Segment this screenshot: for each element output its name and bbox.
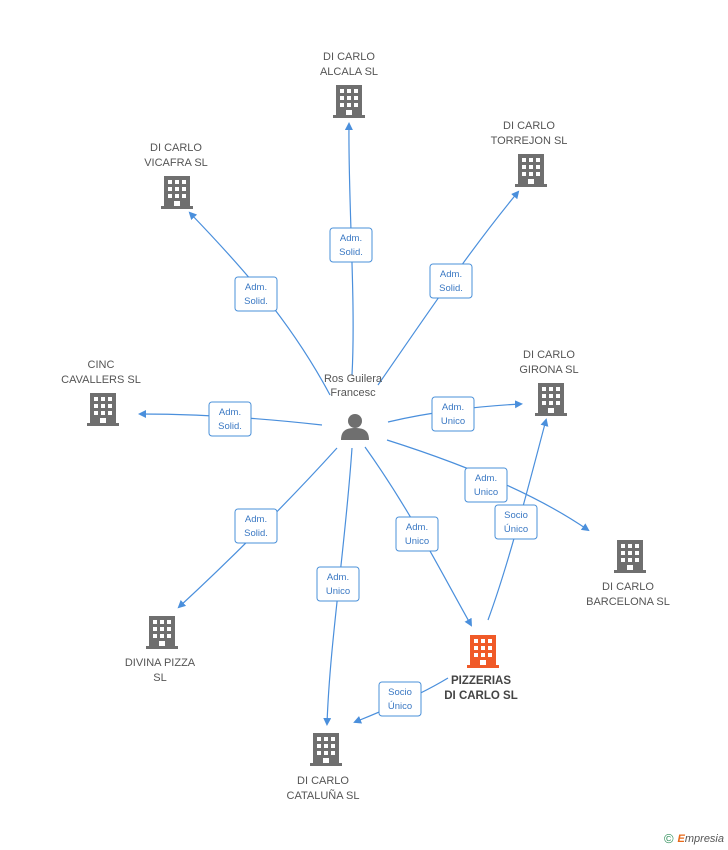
relation-label[interactable]: Adm. Solid. — [429, 263, 473, 299]
company-name-line1: DI CARLO — [503, 120, 555, 132]
svg-text:Unico: Unico — [441, 416, 465, 427]
relation-labels: Adm. Solid. Adm. Solid. Adm. Solid. Adm.… — [208, 227, 538, 717]
svg-text:Socio: Socio — [388, 687, 412, 698]
company-name-line2: SL — [153, 672, 166, 684]
person-name-line2: Francesc — [330, 387, 376, 399]
building-icon — [535, 383, 567, 416]
svg-text:Solid.: Solid. — [439, 283, 463, 294]
relation-label[interactable]: Adm. Unico — [395, 516, 439, 552]
svg-text:Adm.: Adm. — [475, 473, 497, 484]
relation-label[interactable]: Socio Único — [494, 504, 538, 540]
relation-label[interactable]: Adm. Unico — [431, 396, 475, 432]
company-name-line2: GIRONA SL — [519, 364, 578, 376]
company-name-line2: TORREJON SL — [491, 135, 568, 147]
relation-label[interactable]: Adm. Unico — [316, 566, 360, 602]
relation-label[interactable]: Adm. Unico — [464, 467, 508, 503]
company-node[interactable]: CINC CAVALLERS SL — [61, 359, 141, 426]
relation-label[interactable]: Adm. Solid. — [234, 508, 278, 544]
building-icon — [614, 540, 646, 573]
svg-text:Único: Único — [504, 524, 528, 535]
building-icon — [87, 393, 119, 426]
person-node[interactable]: Ros Guilera Francesc — [324, 373, 383, 440]
person-icon — [341, 414, 369, 440]
svg-text:Socio: Socio — [504, 510, 528, 521]
company-node[interactable]: DI CARLO GIRONA SL — [519, 349, 579, 416]
relation-label[interactable]: Socio Único — [378, 681, 422, 717]
relation-label[interactable]: Adm. Solid. — [234, 276, 278, 312]
copyright-icon: © — [663, 831, 674, 846]
company-name-line2: DI CARLO SL — [444, 690, 517, 702]
company-name-line2: CATALUÑA SL — [287, 789, 360, 802]
svg-text:Solid.: Solid. — [244, 528, 268, 539]
relation-label[interactable]: Adm. Solid. — [329, 227, 373, 263]
company-name-line1: DIVINA PIZZA — [125, 657, 196, 669]
company-name-line2: CAVALLERS SL — [61, 374, 141, 386]
svg-text:Adm.: Adm. — [245, 282, 267, 293]
building-icon — [333, 85, 365, 118]
svg-text:Unico: Unico — [326, 586, 350, 597]
svg-text:Adm.: Adm. — [219, 407, 241, 418]
svg-text:Único: Único — [388, 701, 412, 712]
building-icon — [161, 176, 193, 209]
svg-text:Solid.: Solid. — [244, 296, 268, 307]
person-name-line1: Ros Guilera — [324, 373, 383, 385]
company-node-focus[interactable]: PIZZERIAS DI CARLO SL — [444, 635, 518, 702]
company-name-line1: DI CARLO — [150, 142, 202, 154]
relation-label[interactable]: Adm. Solid. — [208, 401, 252, 437]
svg-text:Adm.: Adm. — [245, 514, 267, 525]
company-node[interactable]: DI CARLO VICAFRA SL — [144, 142, 208, 209]
company-node[interactable]: DI CARLO BARCELONA SL — [586, 540, 670, 608]
footer-brand: © Empresia — [664, 831, 724, 846]
brand-logo[interactable]: Empresia — [677, 832, 724, 845]
company-name-line1: CINC — [88, 359, 115, 371]
building-icon — [310, 733, 342, 766]
svg-text:Solid.: Solid. — [218, 421, 242, 432]
company-name-line2: ALCALA SL — [320, 66, 378, 78]
company-name-line1: DI CARLO — [323, 51, 375, 63]
company-name-line2: BARCELONA SL — [586, 596, 670, 608]
svg-text:Unico: Unico — [405, 536, 429, 547]
svg-text:Adm.: Adm. — [340, 233, 362, 244]
company-node[interactable]: DI CARLO CATALUÑA SL — [287, 733, 360, 802]
company-node[interactable]: DIVINA PIZZA SL — [125, 616, 196, 684]
svg-text:Solid.: Solid. — [339, 247, 363, 258]
company-name-line2: VICAFRA SL — [144, 157, 208, 169]
company-name-line1: DI CARLO — [602, 581, 654, 593]
svg-text:Adm.: Adm. — [406, 522, 428, 533]
svg-text:Unico: Unico — [474, 487, 498, 498]
company-name-line1: DI CARLO — [297, 775, 349, 787]
edges — [138, 122, 590, 726]
svg-text:Adm.: Adm. — [440, 269, 462, 280]
company-name-line1: PIZZERIAS — [451, 675, 511, 687]
building-icon — [515, 154, 547, 187]
svg-text:Adm.: Adm. — [442, 402, 464, 413]
company-node[interactable]: DI CARLO TORREJON SL — [491, 120, 568, 187]
svg-text:Adm.: Adm. — [327, 572, 349, 583]
company-node[interactable]: DI CARLO ALCALA SL — [320, 51, 378, 118]
building-icon — [146, 616, 178, 649]
company-name-line1: DI CARLO — [523, 349, 575, 361]
building-icon — [467, 635, 499, 668]
